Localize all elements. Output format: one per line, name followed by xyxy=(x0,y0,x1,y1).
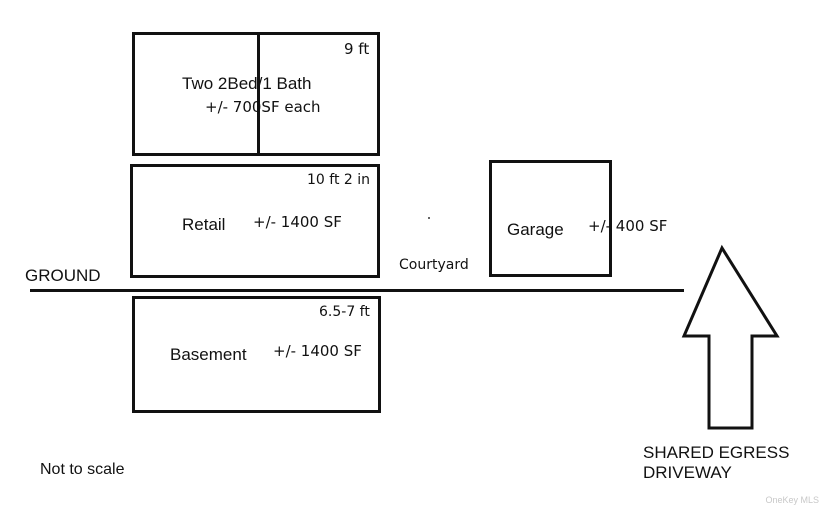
basement-title: Basement xyxy=(170,345,247,364)
ground-line xyxy=(30,289,684,292)
driveway-arrow-icon xyxy=(681,244,780,430)
courtyard-label: Courtyard xyxy=(399,257,469,273)
upper-floor-box xyxy=(132,32,380,156)
upper-floor-area-label: +/- 700SF each xyxy=(205,98,321,116)
scale-note: Not to scale xyxy=(40,461,125,478)
upper-floor-title: Two 2Bed/1 Bath xyxy=(182,74,312,93)
garage-area-label: +/- 400 SF xyxy=(588,217,668,235)
basement-floor-box xyxy=(132,296,381,413)
retail-title: Retail xyxy=(182,215,226,234)
driveway-label-line-2: DRIVEWAY xyxy=(643,463,732,482)
upper-floor-height-label: 9 ft xyxy=(344,40,370,58)
basement-area-label: +/- 1400 SF xyxy=(273,342,362,360)
watermark-logo: OneKey MLS xyxy=(765,495,819,505)
driveway-label-line-1: SHARED EGRESS xyxy=(643,443,790,462)
unit-divider-line xyxy=(257,32,260,156)
retail-height-label: 10 ft 2 in xyxy=(307,172,371,188)
basement-height-label: 6.5-7 ft xyxy=(319,304,370,320)
garage-box xyxy=(489,160,612,277)
ground-label: GROUND xyxy=(25,266,101,285)
retail-area-label: +/- 1400 SF xyxy=(253,213,342,231)
retail-floor-box xyxy=(130,164,380,278)
garage-title: Garage xyxy=(507,220,564,239)
stray-dot xyxy=(428,217,430,219)
